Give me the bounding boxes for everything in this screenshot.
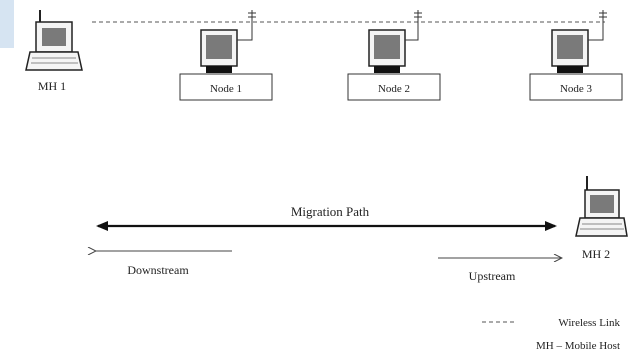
upstream-label: Upstream xyxy=(469,269,516,283)
mh2-label: MH 2 xyxy=(582,247,610,261)
node1-label: Node 1 xyxy=(210,83,242,95)
migration-path-label: Migration Path xyxy=(291,204,370,219)
node2-computer-icon xyxy=(368,10,422,73)
node3-computer-icon xyxy=(551,10,607,73)
node1-computer-icon xyxy=(200,10,256,73)
node1-box xyxy=(179,73,273,101)
mh2-laptop-icon xyxy=(575,176,628,237)
node3-box xyxy=(529,73,623,101)
node2-label: Node 2 xyxy=(378,83,410,95)
downstream-label: Downstream xyxy=(127,263,189,277)
mh1-label: MH 1 xyxy=(38,79,66,93)
legend-mh-definition: MH – Mobile Host xyxy=(536,340,620,352)
node3-label: Node 3 xyxy=(560,83,593,95)
node2-box xyxy=(347,73,441,101)
corner-accent xyxy=(0,0,14,48)
legend-wireless-link: Wireless Link xyxy=(558,317,620,329)
mh1-laptop-icon xyxy=(25,10,83,71)
